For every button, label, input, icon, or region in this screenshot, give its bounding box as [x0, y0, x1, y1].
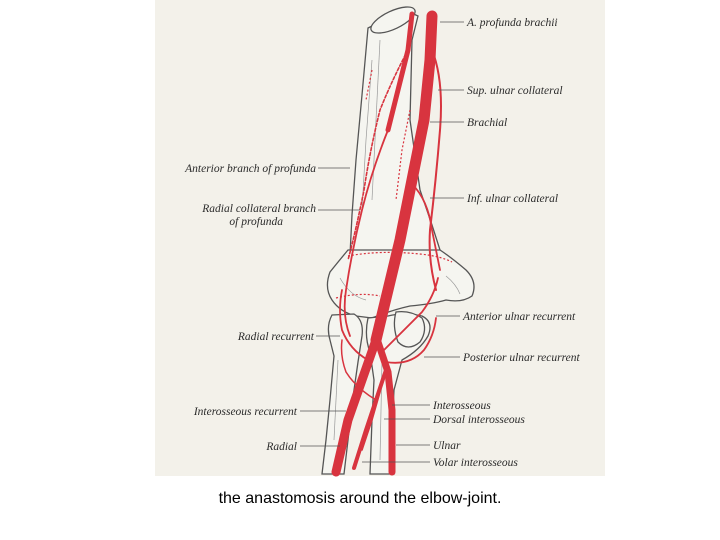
- labels: A. profunda brachii Sup. ulnar collatera…: [184, 17, 580, 469]
- sup-ulnar-collateral-artery: [428, 49, 442, 291]
- posterior-ulnar-recurrent-artery: [385, 317, 437, 364]
- label-radial-recurrent: Radial recurrent: [237, 331, 315, 343]
- humerus-condyles: [326, 249, 475, 319]
- brachial-artery: [370, 10, 438, 346]
- label-interosseous: Interosseous: [432, 400, 491, 412]
- dorsal-interosseous-artery: [361, 391, 381, 451]
- arteries: [331, 10, 442, 477]
- inf-ulnar-collateral-artery: [411, 183, 441, 271]
- humerus-cut-end: [370, 6, 416, 34]
- label-posterior-ulnar-recurrent: Posterior ulnar recurrent: [462, 352, 581, 364]
- label-interosseous-recurrent: Interosseous recurrent: [193, 406, 298, 418]
- ulnar-artery: [374, 338, 396, 476]
- label-anterior-branch-profunda: Anterior branch of profunda: [184, 163, 316, 175]
- interosseous-recurrent-artery: [340, 339, 377, 401]
- label-brachial: Brachial: [467, 117, 507, 129]
- radial-collateral-artery: [347, 49, 409, 261]
- anastomotic-arcade: [335, 69, 453, 299]
- label-profunda-brachii: A. profunda brachii: [466, 17, 558, 29]
- radial-recurrent-artery: [339, 289, 369, 361]
- label-radial-collateral-2: of profunda: [229, 216, 283, 228]
- radial-artery: [331, 335, 381, 477]
- label-radial: Radial: [265, 441, 297, 453]
- bone-shading: [333, 39, 461, 461]
- anterior-ulnar-recurrent-artery: [381, 277, 439, 353]
- figure-caption: the anastomosis around the elbow-joint.: [218, 490, 502, 507]
- label-anterior-ulnar-recurrent: Anterior ulnar recurrent: [462, 311, 576, 323]
- label-volar-interosseous: Volar interosseous: [433, 457, 518, 469]
- interosseous-artery: [352, 368, 388, 470]
- leader-lines: [300, 21, 464, 463]
- anterior-branch-profunda-artery: [343, 129, 389, 337]
- label-inf-ulnar-collateral: Inf. ulnar collateral: [466, 193, 558, 205]
- coronoid-process: [393, 310, 426, 348]
- label-radial-collateral-1: Radial collateral branch: [201, 203, 316, 215]
- profunda-brachii: [385, 11, 415, 133]
- label-ulnar: Ulnar: [433, 440, 461, 452]
- label-sup-ulnar-collateral: Sup. ulnar collateral: [467, 85, 563, 97]
- radius: [321, 313, 363, 475]
- label-dorsal-interosseous: Dorsal interosseous: [432, 414, 525, 426]
